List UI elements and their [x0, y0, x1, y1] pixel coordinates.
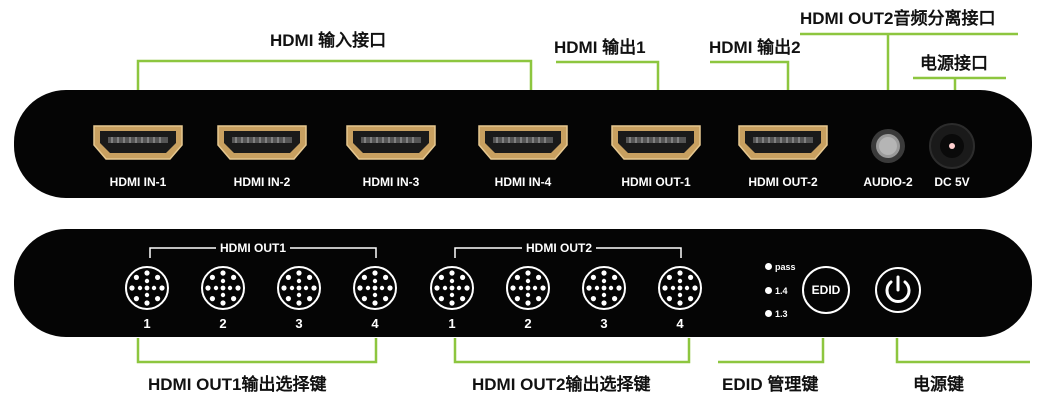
edid-led-label: 1.4	[775, 286, 788, 296]
edid-led-label: pass	[775, 262, 796, 272]
caption-out2-select: HDMI OUT2输出选择键	[472, 375, 651, 394]
edid-led-1-3	[765, 310, 772, 317]
out2-select-button-2[interactable]	[505, 265, 551, 311]
out1-select-button-3[interactable]	[276, 265, 322, 311]
out1-button-number: 1	[143, 316, 151, 331]
out2-select-button-3[interactable]	[581, 265, 627, 311]
port-label-in-4: HDMI IN-4	[494, 175, 552, 189]
out2-button-number: 2	[524, 316, 532, 331]
dc-jack	[929, 123, 975, 169]
out1-select-button-4[interactable]	[352, 265, 398, 311]
port-label-out-1: HDMI OUT-1	[621, 175, 691, 189]
dc-label: DC 5V	[934, 175, 970, 189]
edid-led-1-4	[765, 287, 772, 294]
out1-button-number: 3	[295, 316, 303, 331]
caption-hdmi-out1: HDMI 输出1	[554, 38, 646, 57]
port-label-out-2: HDMI OUT-2	[748, 175, 818, 189]
edid-button[interactable]: EDID	[802, 266, 850, 314]
caption-edid-key: EDID 管理键	[722, 375, 819, 394]
port-label-in-3: HDMI IN-3	[362, 175, 420, 189]
out2-button-number: 4	[676, 316, 684, 331]
caption-audio-out2: HDMI OUT2音频分离接口	[800, 9, 996, 28]
group2-title: HDMI OUT2	[522, 241, 596, 255]
audio-label: AUDIO-2	[863, 175, 913, 189]
audio-jack	[871, 129, 905, 163]
out1-button-number: 4	[371, 316, 379, 331]
caption-power-key: 电源键	[913, 375, 964, 394]
caption-hdmi-inputs: HDMI 输入接口	[270, 31, 387, 50]
out2-select-button-4[interactable]	[657, 265, 703, 311]
port-label-in-2: HDMI IN-2	[233, 175, 291, 189]
out1-button-number: 2	[219, 316, 227, 331]
caption-hdmi-out2: HDMI 输出2	[709, 38, 801, 57]
power-button[interactable]	[873, 265, 923, 315]
edid-button-label: EDID	[811, 283, 841, 297]
edid-led-label: 1.3	[775, 309, 788, 319]
edid-led-pass	[765, 263, 772, 270]
caption-power-port: 电源接口	[920, 54, 988, 73]
port-label-in-1: HDMI IN-1	[109, 175, 167, 189]
out1-select-button-1[interactable]	[124, 265, 170, 311]
out2-button-number: 3	[600, 316, 608, 331]
out1-select-button-2[interactable]	[200, 265, 246, 311]
group1-title: HDMI OUT1	[216, 241, 290, 255]
out2-button-number: 1	[448, 316, 456, 331]
out2-select-button-1[interactable]	[429, 265, 475, 311]
power-icon	[885, 280, 911, 303]
caption-out1-select: HDMI OUT1输出选择键	[148, 375, 327, 394]
